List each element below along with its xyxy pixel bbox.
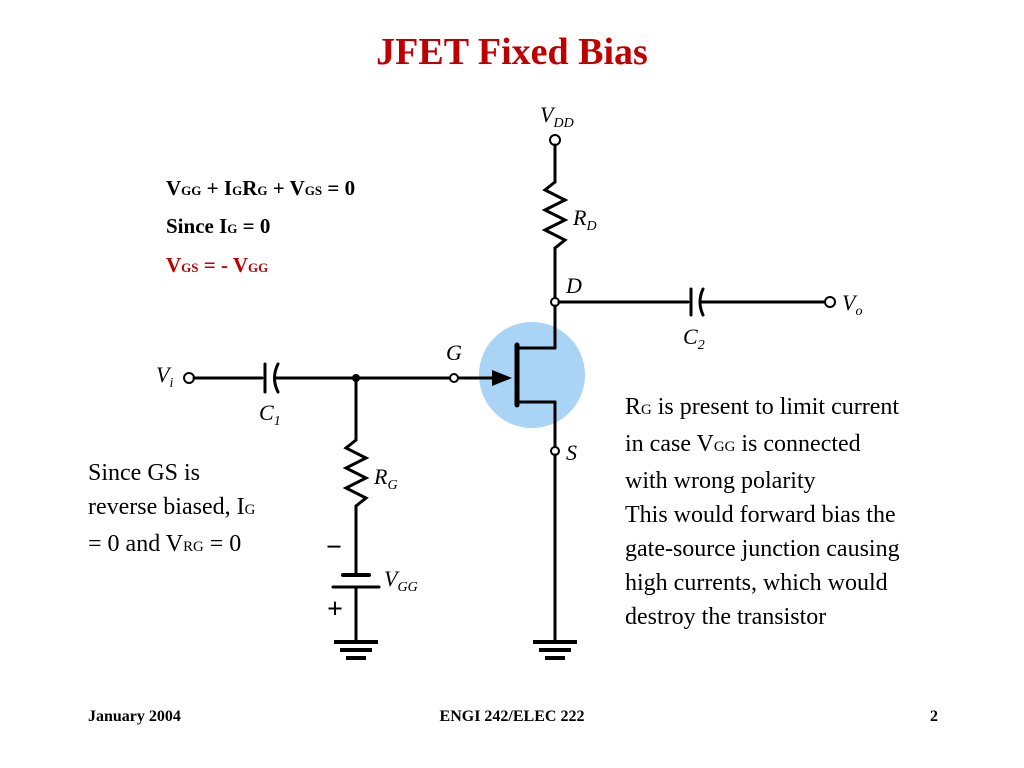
label-minus: − xyxy=(326,532,342,563)
note-left: Since GS is reverse biased, IG = 0 and V… xyxy=(88,460,256,557)
note-right: RG is present to limit current in case V… xyxy=(625,394,900,630)
label-vgg: VGG xyxy=(384,566,418,595)
label-vo: Vo xyxy=(842,290,862,319)
ground-symbol-left xyxy=(334,640,378,660)
ground-symbol-right xyxy=(533,640,577,660)
label-c2: C2 xyxy=(683,324,705,353)
label-plus: + xyxy=(327,594,343,625)
footer-course: ENGI 242/ELEC 222 xyxy=(439,708,585,725)
label-vi: Vi xyxy=(156,362,173,391)
slide-title: JFET Fixed Bias xyxy=(376,31,648,73)
label-rg: RG xyxy=(373,464,398,493)
equation-kvl: VGG + IGRG + VGS = 0 xyxy=(166,176,356,200)
footer-date: January 2004 xyxy=(88,708,181,725)
label-d: D xyxy=(565,273,582,298)
label-g: G xyxy=(446,340,462,365)
rd-resistor xyxy=(541,180,569,250)
label-vdd: VDD xyxy=(540,102,574,131)
gate-arrow xyxy=(492,370,512,386)
label-c1: C1 xyxy=(259,400,281,429)
equation-vgs: VGS = - VGG xyxy=(166,253,269,277)
label-rd: RD xyxy=(572,205,597,234)
jfet-highlight xyxy=(479,322,585,428)
label-s: S xyxy=(566,440,577,465)
rg-resistor xyxy=(342,438,370,508)
footer-page-number: 2 xyxy=(930,708,938,725)
equation-ig: Since IG = 0 xyxy=(166,214,271,238)
